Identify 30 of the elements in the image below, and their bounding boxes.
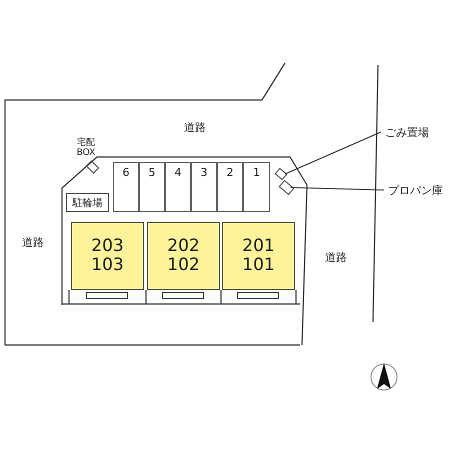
bicycle-parking-box: [66, 193, 109, 212]
space-number: 1: [253, 166, 260, 179]
road-label: 道路: [184, 120, 206, 135]
unit-number: 203: [91, 237, 124, 256]
delivery-box-label: 宅配 BOX: [76, 138, 96, 158]
leader-line: [284, 132, 382, 174]
storage-box: [278, 180, 294, 196]
area-name: 駐輪場: [72, 196, 102, 210]
unit-number: 103: [91, 256, 124, 275]
unit-number: 202: [167, 237, 200, 256]
space-number: 4: [174, 166, 182, 179]
space-number: 6: [122, 166, 130, 179]
facility-name: ごみ置場: [385, 124, 429, 140]
parking-space: [217, 162, 243, 212]
road-label: 道路: [22, 235, 44, 250]
parking-space: [243, 162, 270, 212]
space-number: 2: [226, 166, 234, 179]
storage-box: [274, 168, 288, 180]
road-label: 道路: [325, 250, 347, 265]
facility-name: プロパン庫: [388, 182, 443, 198]
parking-space: [191, 162, 217, 212]
space-number: 3: [200, 166, 208, 179]
parking-space: [113, 162, 139, 212]
leader-line: [290, 187, 384, 190]
unit-number: 101: [242, 256, 275, 275]
unit-number: 102: [167, 256, 200, 275]
space-number: 5: [148, 166, 156, 179]
parking-space: [139, 162, 165, 212]
parking-space: [165, 162, 191, 212]
unit-number: 201: [242, 237, 275, 256]
